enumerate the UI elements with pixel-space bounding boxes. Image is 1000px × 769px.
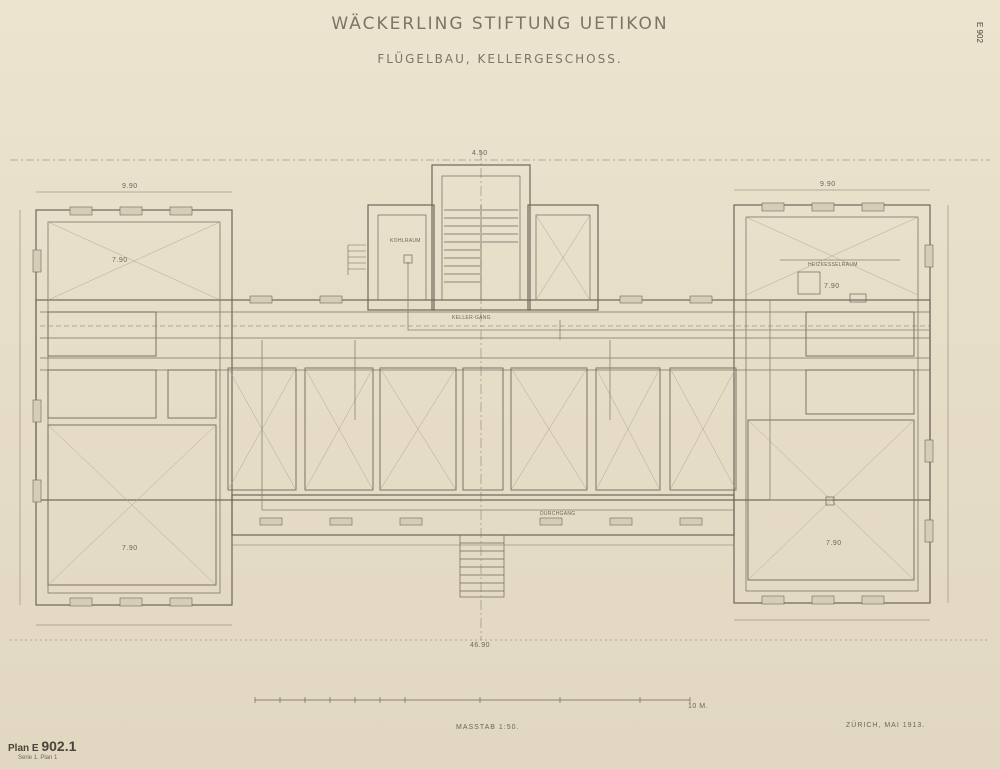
dim-room-3: 7.90 <box>824 283 840 290</box>
windows <box>32 202 934 607</box>
sheet-title: WÄCKERLING STIFTUNG UETIKON <box>331 14 669 34</box>
dim-room-2: 7.90 <box>122 545 138 552</box>
heating-fixtures <box>403 254 867 506</box>
outer-walls <box>35 164 931 606</box>
scale-end-label: 10 M. <box>688 703 709 710</box>
room-label-passage: DURCHGANG <box>540 511 576 517</box>
stair-treads <box>444 205 518 300</box>
dim-right-wing: 9.90 <box>820 181 836 188</box>
dim-total: 46.90 <box>470 642 491 649</box>
dim-room-4: 7.90 <box>826 540 842 547</box>
scale-label: MASSTAB 1:50. <box>456 724 520 731</box>
dimension-lines <box>10 150 990 641</box>
exterior-stair <box>459 534 505 598</box>
service-lines <box>261 259 930 511</box>
dim-stair-width: 4.50 <box>472 150 488 157</box>
plan-subscript: Serie 1. Plan 1 <box>18 755 58 761</box>
room-label-heating: HEIZKESSELRAUM <box>808 262 858 268</box>
plan-id: Plan E 902.1 <box>8 738 76 754</box>
room-label-corridor: KELLER-GANG <box>452 315 491 321</box>
place-date-label: ZÜRICH, MAI 1913. <box>846 722 926 729</box>
dim-room-1: 7.90 <box>112 257 128 264</box>
side-mark: E 902 <box>975 22 984 43</box>
side-steps <box>347 244 366 275</box>
dim-left-wing: 9.90 <box>122 183 138 190</box>
plan-id-number: 902.1 <box>41 738 77 754</box>
plan-id-prefix: Plan E <box>8 743 39 754</box>
room-diagonals <box>47 214 919 586</box>
sheet-subtitle: FLÜGELBAU, KELLERGESCHOSS. <box>377 52 623 66</box>
room-label-small: KOHLRAUM <box>390 238 421 244</box>
scale-bar <box>254 697 691 703</box>
